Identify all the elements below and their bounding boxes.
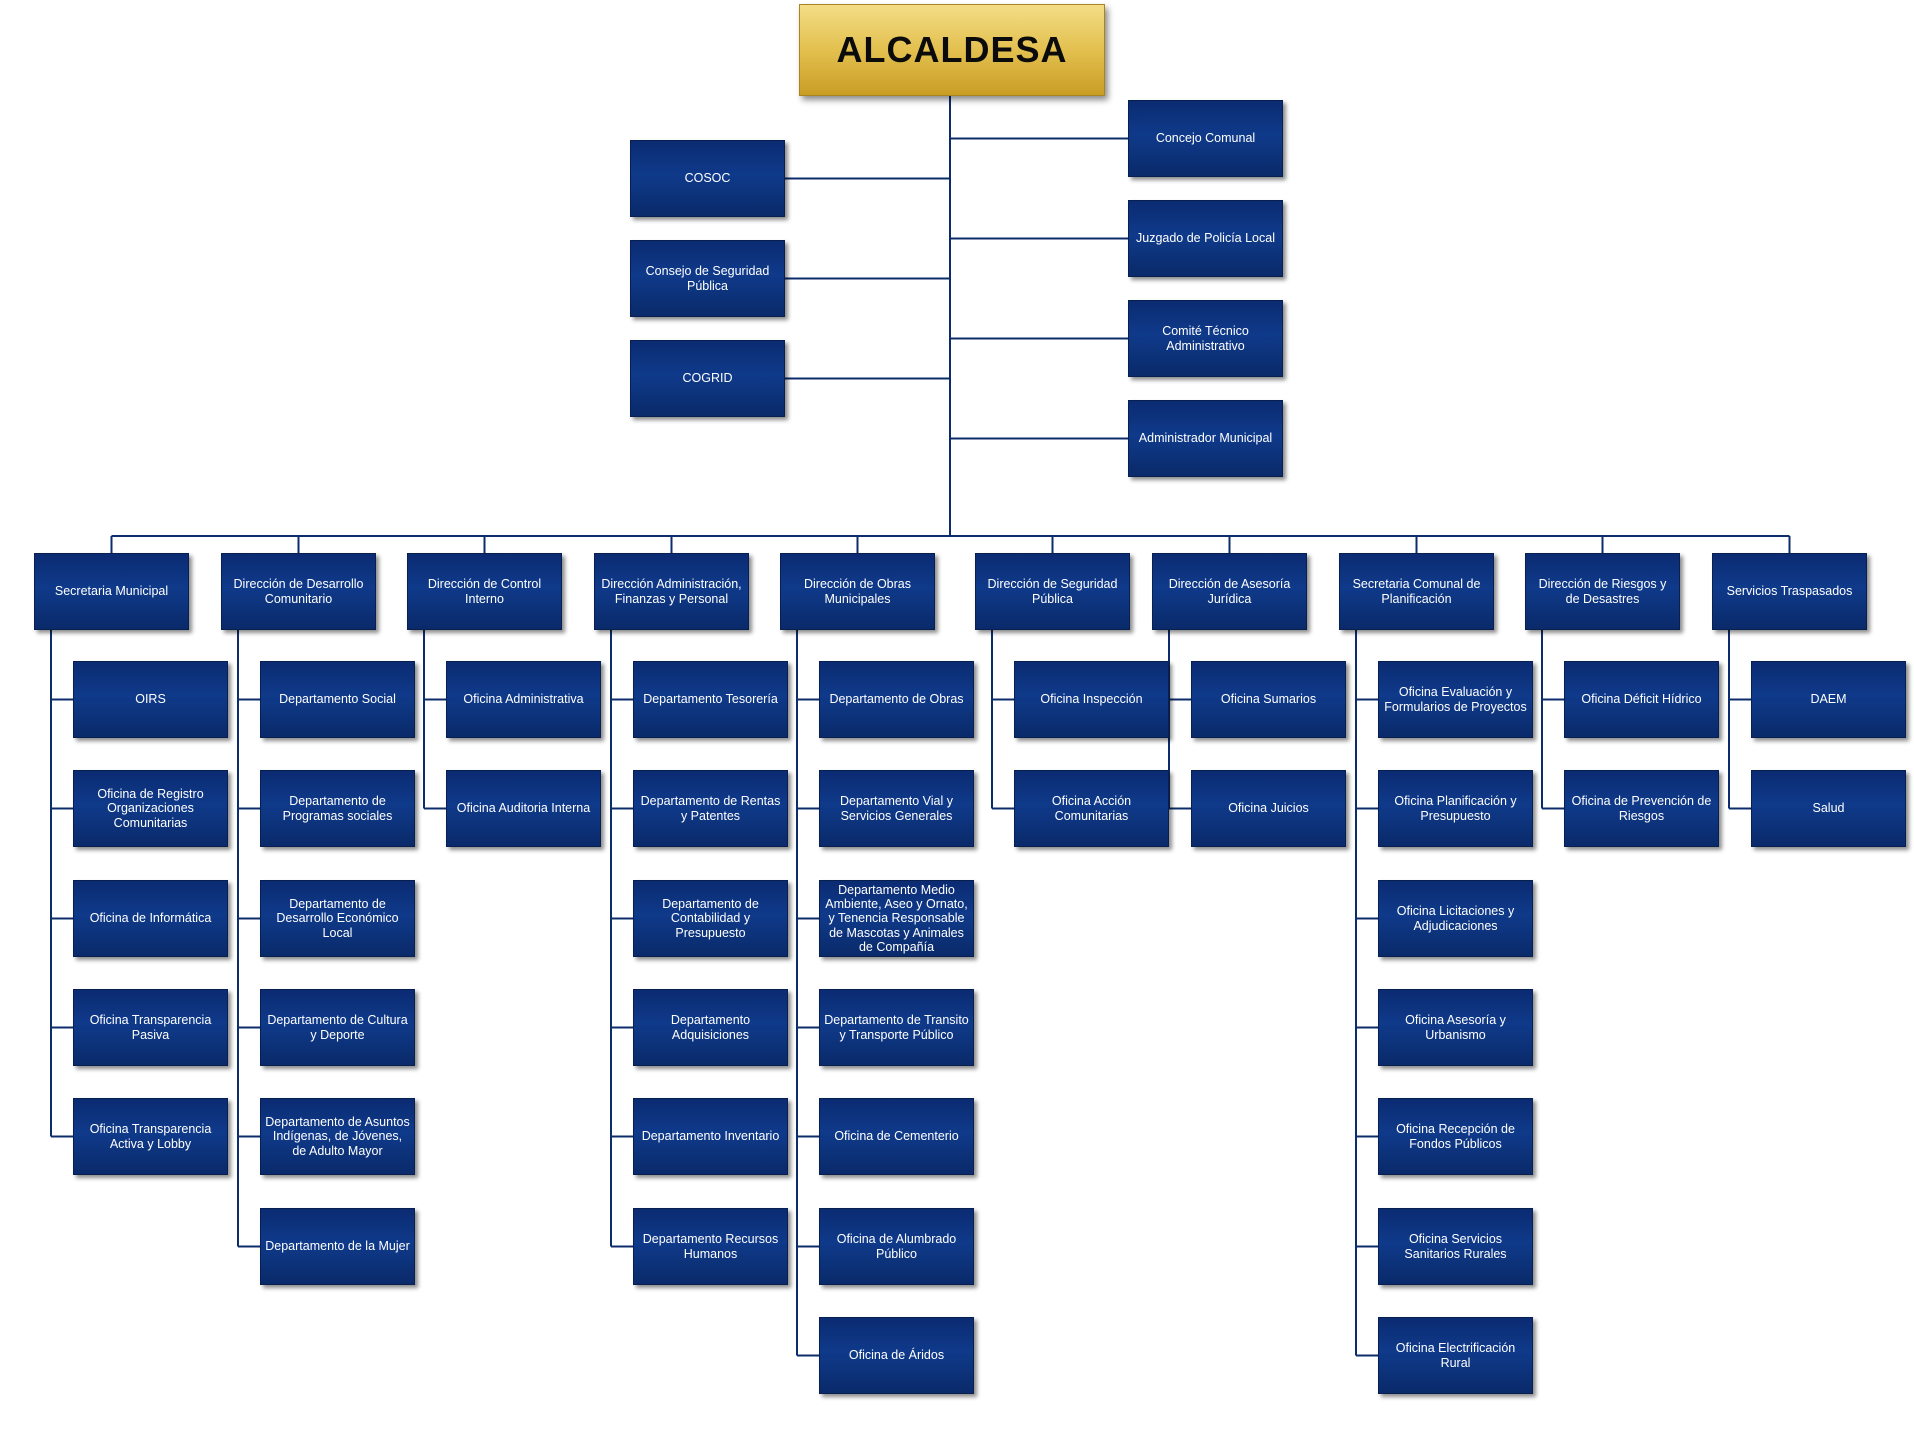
advisory-left-box: COGRID — [630, 340, 785, 417]
unit-box: Oficina de Prevención de Riesgos — [1564, 770, 1719, 847]
unit-box: Oficina Transparencia Pasiva — [73, 989, 228, 1066]
unit-box: Departamento de Contabilidad y Presupues… — [633, 880, 788, 957]
advisory-right-box: Juzgado de Policía Local — [1128, 200, 1283, 277]
unit-box: Departamento Vial y Servicios Generales — [819, 770, 974, 847]
department-box: Dirección de Seguridad Pública — [975, 553, 1130, 630]
unit-box: Oficina Juicios — [1191, 770, 1346, 847]
unit-box: Oficina Déficit Hídrico — [1564, 661, 1719, 738]
unit-box: Departamento Recursos Humanos — [633, 1208, 788, 1285]
unit-box: Oficina de Áridos — [819, 1317, 974, 1394]
unit-box: Oficina Inspección — [1014, 661, 1169, 738]
unit-box: Departamento de Asuntos Indígenas, de Jó… — [260, 1098, 415, 1175]
unit-box: Oficina de Cementerio — [819, 1098, 974, 1175]
unit-box: Oficina Administrativa — [446, 661, 601, 738]
unit-box: Departamento Adquisiciones — [633, 989, 788, 1066]
unit-box: Departamento de Obras — [819, 661, 974, 738]
department-box: Secretaria Municipal — [34, 553, 189, 630]
unit-box: Departamento de la Mujer — [260, 1208, 415, 1285]
unit-box: Departamento Inventario — [633, 1098, 788, 1175]
unit-box: OIRS — [73, 661, 228, 738]
advisory-left-box: COSOC — [630, 140, 785, 217]
department-box: Dirección de Desarrollo Comunitario — [221, 553, 376, 630]
advisory-right-box: Concejo Comunal — [1128, 100, 1283, 177]
department-box: Dirección de Control Interno — [407, 553, 562, 630]
advisory-left-box: Consejo de Seguridad Pública — [630, 240, 785, 317]
unit-box: Oficina de Informática — [73, 880, 228, 957]
unit-box: Departamento Social — [260, 661, 415, 738]
unit-box: Departamento de Desarrollo Económico Loc… — [260, 880, 415, 957]
unit-box: Departamento de Rentas y Patentes — [633, 770, 788, 847]
unit-box: Departamento de Programas sociales — [260, 770, 415, 847]
department-box: Dirección de Obras Municipales — [780, 553, 935, 630]
unit-box: Oficina Acción Comunitarias — [1014, 770, 1169, 847]
unit-box: Oficina de Alumbrado Público — [819, 1208, 974, 1285]
unit-box: Oficina Auditoria Interna — [446, 770, 601, 847]
unit-box: DAEM — [1751, 661, 1906, 738]
unit-box: Departamento de Transito y Transporte Pú… — [819, 989, 974, 1066]
unit-box: Oficina Evaluación y Formularios de Proy… — [1378, 661, 1533, 738]
unit-box: Departamento Medio Ambiente, Aseo y Orna… — [819, 880, 974, 957]
unit-box: Oficina Sumarios — [1191, 661, 1346, 738]
root-box: ALCALDESA — [799, 4, 1105, 96]
advisory-right-box: Comité Técnico Administrativo — [1128, 300, 1283, 377]
advisory-right-box: Administrador Municipal — [1128, 400, 1283, 477]
unit-box: Oficina Planificación y Presupuesto — [1378, 770, 1533, 847]
unit-box: Oficina Servicios Sanitarios Rurales — [1378, 1208, 1533, 1285]
unit-box: Salud — [1751, 770, 1906, 847]
department-box: Servicios Traspasados — [1712, 553, 1867, 630]
unit-box: Departamento Tesorería — [633, 661, 788, 738]
unit-box: Oficina Transparencia Activa y Lobby — [73, 1098, 228, 1175]
unit-box: Oficina Electrificación Rural — [1378, 1317, 1533, 1394]
department-box: Dirección de Asesoría Jurídica — [1152, 553, 1307, 630]
unit-box: Oficina Asesoría y Urbanismo — [1378, 989, 1533, 1066]
department-box: Dirección de Riesgos y de Desastres — [1525, 553, 1680, 630]
unit-box: Oficina Recepción de Fondos Públicos — [1378, 1098, 1533, 1175]
unit-box: Oficina de Registro Organizaciones Comun… — [73, 770, 228, 847]
department-box: Secretaria Comunal de Planificación — [1339, 553, 1494, 630]
unit-box: Departamento de Cultura y Deporte — [260, 989, 415, 1066]
department-box: Dirección Administración, Finanzas y Per… — [594, 553, 749, 630]
unit-box: Oficina Licitaciones y Adjudicaciones — [1378, 880, 1533, 957]
